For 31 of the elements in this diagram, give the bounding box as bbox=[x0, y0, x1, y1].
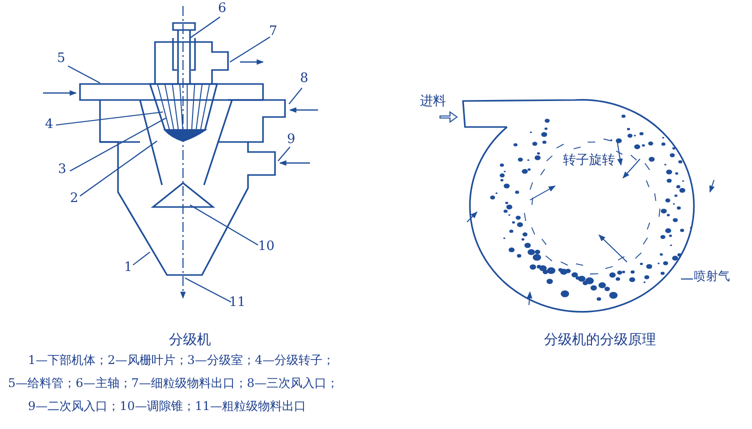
leader-line bbox=[681, 278, 693, 280]
legend-text: 1—下部机体；2—风栅叶片；3—分级室；4—分级转子； bbox=[28, 354, 335, 368]
leader-line bbox=[184, 278, 232, 302]
jet-air-label: 喷射气 bbox=[694, 270, 730, 284]
legend-text: 5—给料管；6—主轴；7—细粒级物料出口；8—三次风入口； bbox=[8, 377, 339, 390]
callout-number: 4 bbox=[45, 118, 54, 132]
legend-text: 9—二次风入口；10—调隙锥；11—粗粒级物料出口 bbox=[28, 400, 306, 414]
callout-number: 8 bbox=[300, 72, 308, 86]
callout-number: 5 bbox=[57, 52, 66, 66]
leader-line bbox=[70, 118, 166, 172]
callout-number: 3 bbox=[58, 163, 66, 178]
leader-line bbox=[68, 66, 100, 84]
callout-number: 1 bbox=[124, 261, 132, 276]
leader-line bbox=[56, 111, 164, 126]
leader-line bbox=[230, 36, 270, 62]
callout-number: 7 bbox=[269, 25, 278, 40]
leader-line bbox=[190, 16, 220, 38]
leader-line bbox=[278, 146, 290, 162]
rotor-rotation-label: 转子旋转 bbox=[563, 154, 615, 168]
callout-number: 2 bbox=[70, 192, 78, 206]
leader-line bbox=[190, 204, 258, 246]
leader-line bbox=[288, 88, 302, 104]
feed-label: 进料 bbox=[420, 95, 446, 110]
leader-line bbox=[80, 140, 158, 196]
figure-caption: 分级机 bbox=[169, 333, 211, 348]
figure-caption: 分级机的分级原理 bbox=[544, 333, 656, 348]
callout-number: 6 bbox=[218, 2, 226, 16]
leader-line bbox=[132, 252, 150, 266]
callout-number: 10 bbox=[258, 240, 275, 254]
callout-number: 11 bbox=[229, 296, 246, 310]
callout-number: 9 bbox=[287, 133, 296, 148]
